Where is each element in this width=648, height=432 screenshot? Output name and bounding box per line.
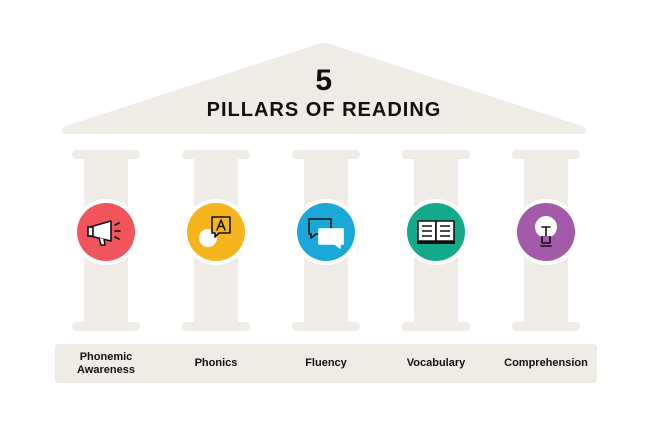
chat-bubbles-icon xyxy=(297,203,355,261)
pillar-3-circle xyxy=(293,199,359,265)
title-text: PILLARS OF READING xyxy=(206,99,442,121)
pillar-5-circle xyxy=(513,199,579,265)
megaphone-icon xyxy=(77,203,135,261)
title-number: 5 xyxy=(315,64,333,97)
pillar-label-fluency: Fluency xyxy=(305,357,347,369)
pillars-base xyxy=(55,344,597,383)
pillar-4-circle xyxy=(403,199,469,265)
letter-speech-bubble-icon xyxy=(187,203,245,261)
open-book-icon xyxy=(407,203,465,261)
pillar-label-comprehension: Comprehension xyxy=(504,357,588,369)
light-bulb-icon xyxy=(517,203,575,261)
pillar-1-circle xyxy=(73,199,139,265)
pillar-label-phonics: Phonics xyxy=(194,357,238,369)
pillar-label-vocabulary: Vocabulary xyxy=(406,357,466,369)
pillar-2-circle xyxy=(183,199,249,265)
roof xyxy=(62,43,586,134)
